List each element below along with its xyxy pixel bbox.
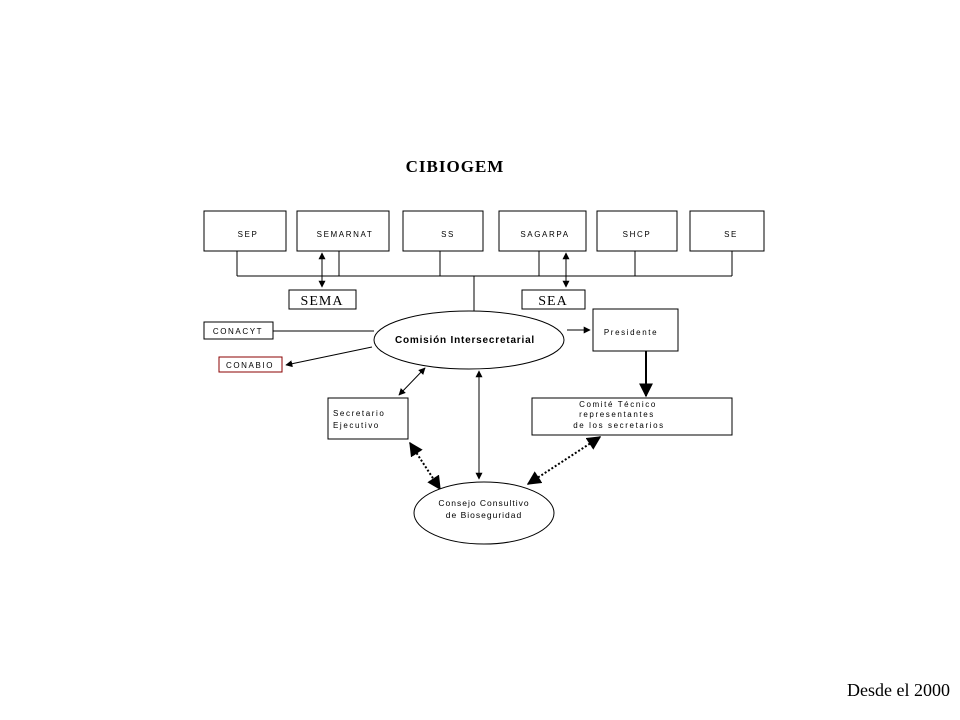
secretaria-label-shcp: SHCP xyxy=(623,230,652,239)
comite-consejo-dotted-arrow xyxy=(526,436,602,485)
secretaria-label-sagarpa: SAGARPA xyxy=(520,230,569,239)
secretario-ejecutivo-box: Secretario Ejecutivo xyxy=(327,397,409,440)
secretaria-box-sagarpa: SAGARPA xyxy=(498,210,587,252)
comite-line-1: Comité Técnico xyxy=(579,400,657,409)
secretaria-box-shcp: SHCP xyxy=(596,210,678,252)
comite-tecnico-box: Comité Técnico representantes de los sec… xyxy=(531,397,733,436)
secretaria-box-semarnat: SEMARNAT xyxy=(296,210,390,252)
secretario-comision-arrow xyxy=(398,367,426,396)
sema-box: SEMA xyxy=(288,289,357,310)
consejo-line-1: Consejo Consultivo xyxy=(438,498,529,508)
secretaria-box-se: SE xyxy=(689,210,765,252)
secretario-line-1: Secretario xyxy=(333,409,385,418)
comite-line-2: representantes xyxy=(579,410,655,419)
comision-label: Comisión Intersecretarial xyxy=(395,335,535,346)
secretaria-box-sep: SEP xyxy=(203,210,287,252)
conacyt-label: CONACYT xyxy=(213,327,263,336)
comite-line-3: de los secretarios xyxy=(573,421,665,430)
sea-box: SEA xyxy=(521,289,586,310)
presidente-box: Presidente xyxy=(592,308,679,352)
secretaria-box-ss: SS xyxy=(402,210,484,252)
secretaria-label-se: SE xyxy=(724,230,738,239)
comision-ellipse: Comisión Intersecretarial xyxy=(373,310,565,370)
secretario-consejo-dotted-arrow xyxy=(409,441,441,491)
conacyt-box: CONACYT xyxy=(203,321,274,340)
conabio-box: CONABIO xyxy=(218,356,283,373)
consejo-line-2: de Bioseguridad xyxy=(446,510,522,520)
secretaria-label-ss: SS xyxy=(441,230,455,239)
consejo-consultivo-ellipse: Consejo Consultivo de Bioseguridad xyxy=(413,481,555,545)
secretaria-label-semarnat: SEMARNAT xyxy=(317,230,374,239)
conabio-label: CONABIO xyxy=(226,361,274,370)
diagram-title: CIBIOGEM xyxy=(406,157,505,176)
footer-caption: Desde el 2000 xyxy=(847,680,950,700)
sema-label: SEMA xyxy=(301,294,344,309)
presidente-label: Presidente xyxy=(604,328,658,337)
secretaria-label-sep: SEP xyxy=(238,230,259,239)
sea-label: SEA xyxy=(538,294,567,309)
conabio-arrow xyxy=(285,346,373,368)
secretario-line-2: Ejecutivo xyxy=(333,421,380,430)
